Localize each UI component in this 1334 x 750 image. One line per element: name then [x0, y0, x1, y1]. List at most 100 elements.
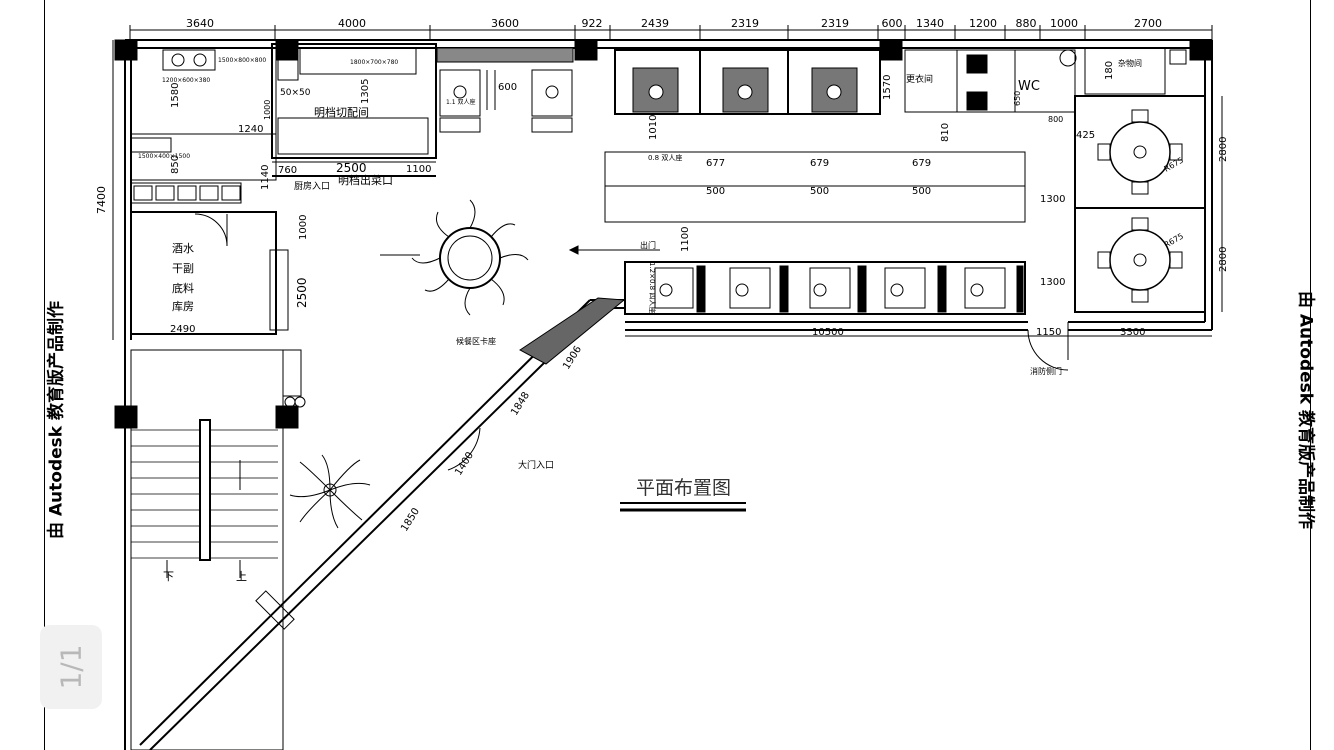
- dim-1340: 1340: [916, 17, 944, 30]
- dim-760: 760: [278, 165, 297, 176]
- dim-880: 880: [1016, 17, 1037, 30]
- dim-850: 850: [170, 155, 181, 174]
- dim-4000: 4000: [338, 17, 366, 30]
- dim-1000: 1000: [298, 215, 309, 240]
- equip-label-7: 0.8 双人座: [648, 153, 682, 162]
- diagonal-facade: [139, 299, 625, 750]
- dim-2319b: 2319: [821, 17, 849, 30]
- dim-180: 180: [1104, 61, 1115, 80]
- label-pass-window: 明档出菜口: [338, 173, 393, 187]
- page-indicator-label: 1/1: [54, 644, 88, 690]
- dim-425: 425: [1076, 130, 1095, 141]
- label-waiting-area: 候餐区卡座: [456, 336, 496, 346]
- fire-door-swing: [1027, 329, 1069, 371]
- equip-label-4: 50×50: [280, 88, 311, 98]
- round-table-room-1: [1074, 95, 1206, 209]
- page-indicator[interactable]: 1/1: [40, 625, 102, 709]
- sink-counter: [130, 137, 172, 153]
- label-storage-3: 底料: [172, 281, 194, 295]
- label-fire-door: 消防侧门: [1030, 366, 1062, 376]
- drawing-title: 平面布置图: [636, 477, 731, 499]
- dim-810: 810: [940, 123, 951, 142]
- kitchen-room: [130, 47, 277, 181]
- dim-600: 600: [498, 82, 517, 93]
- stair-core: [130, 349, 284, 750]
- dim-1570: 1570: [882, 75, 893, 100]
- dim-1580: 1580: [170, 83, 181, 108]
- dim-1305: 1305: [360, 79, 371, 104]
- dim-2500-vertical: 2500: [295, 277, 309, 308]
- label-storage-2: 干副: [172, 262, 194, 275]
- round-table-room-2: [1074, 207, 1206, 313]
- dining-row-2: [604, 185, 1026, 223]
- dim-3300: 3300: [1120, 327, 1145, 338]
- dim-1150: 1150: [1036, 327, 1061, 338]
- equip-label-3: 1800×700×780: [350, 59, 398, 66]
- booth-row: [624, 261, 1026, 315]
- label-utility-room: 杂物间: [1118, 58, 1142, 68]
- dim-922: 922: [582, 17, 603, 30]
- entrance-door-swing: [447, 427, 481, 471]
- dim-500b: 500: [810, 186, 829, 197]
- dim-1000: 1000: [1050, 17, 1078, 30]
- outer-walls: [124, 39, 1213, 750]
- equip-label-5: 1500×400×1500: [138, 153, 190, 160]
- stove: [162, 49, 216, 71]
- dim-2319a: 2319: [731, 17, 759, 30]
- dim-3600: 3600: [491, 17, 519, 30]
- dim-7400: 7400: [95, 186, 108, 214]
- dim-2700: 2700: [1134, 17, 1162, 30]
- label-storage-1: 酒水: [172, 242, 194, 255]
- utility-room: [1084, 47, 1166, 95]
- dim-800: 800: [1048, 115, 1063, 124]
- dim-2500: 2500: [336, 161, 367, 175]
- round-table-2: [1109, 229, 1171, 291]
- dim-2800a: 2800: [1218, 137, 1229, 162]
- dim-679a: 679: [810, 158, 829, 169]
- round-table-1: [1109, 121, 1171, 183]
- dim-650: 650: [1013, 91, 1022, 106]
- dim-1400: 1400: [453, 450, 476, 477]
- dim-1200: 1200: [969, 17, 997, 30]
- shelf: [269, 249, 289, 331]
- dim-r675b: R675: [1163, 232, 1186, 250]
- dim-1300b: 1300: [1040, 277, 1065, 288]
- dim-r675a: R675: [1163, 156, 1186, 174]
- sheet-border-right: [1310, 0, 1311, 750]
- watermark-left: 由 Autodesk 教育版产品制作: [46, 300, 67, 540]
- stair-treads: [131, 429, 278, 559]
- dim-3640: 3640: [186, 17, 214, 30]
- cutting-room: [271, 43, 437, 159]
- label-kitchen-entry: 厨房入口: [294, 180, 330, 192]
- dim-500c: 500: [912, 186, 931, 197]
- dim-1100: 1100: [406, 164, 431, 175]
- dim-677: 677: [706, 158, 725, 169]
- waiting-booth: [519, 297, 626, 365]
- counter-row: [130, 182, 242, 204]
- label-cutting-room: 明档切配间: [314, 105, 369, 119]
- dim-1850: 1850: [399, 506, 422, 533]
- double-seat-2: [531, 69, 573, 117]
- decorative-tree-1: [411, 199, 529, 316]
- watermark-right: 由 Autodesk 教育版产品制作: [1295, 290, 1316, 530]
- prep-counter: [299, 47, 417, 75]
- label-storage-4: 库房: [172, 300, 194, 313]
- dim-500a: 500: [706, 186, 725, 197]
- dim-1010: 1010: [648, 115, 659, 140]
- dim-10500: 10500: [812, 327, 844, 338]
- dim-1140: 1140: [260, 165, 271, 190]
- dim-1100b: 1100: [680, 227, 691, 252]
- equip-label-2: 1200×600×380: [162, 77, 210, 84]
- dim-1240: 1240: [238, 124, 263, 135]
- sheet-border-left: [44, 0, 45, 750]
- dim-2439: 2439: [641, 17, 669, 30]
- label-wc: WC: [1018, 79, 1040, 94]
- round-chairs: [1097, 109, 1183, 303]
- stair-handrail: [199, 419, 211, 561]
- equip-label-8: 1.2×0.8 四人座: [648, 262, 657, 313]
- label-changing-room: 更衣间: [906, 73, 933, 85]
- label-main-entrance: 大门入口: [518, 459, 554, 471]
- dim-2800b: 2800: [1218, 247, 1229, 272]
